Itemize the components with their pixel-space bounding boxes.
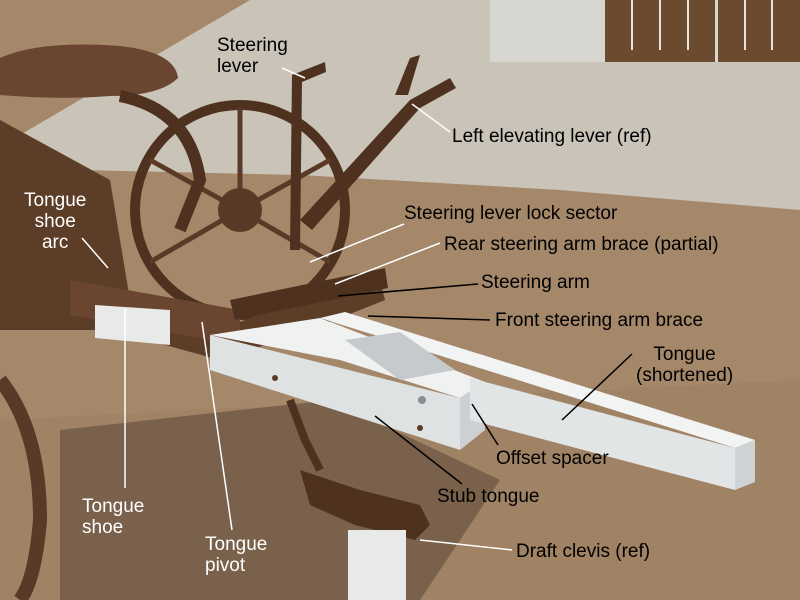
label-tongue-shoe-arc: Tongue shoe arc (24, 190, 87, 253)
leader-tongue-pivot (201, 321, 233, 531)
leader-lock-sector (309, 223, 405, 263)
draft-clevis-shape (300, 470, 430, 540)
label-tongue-shortened: Tongue (shortened) (636, 344, 734, 386)
building-door-right (718, 0, 800, 62)
white-post (348, 530, 406, 600)
stub-tongue-top (210, 318, 485, 398)
spacer-block (95, 305, 170, 345)
label-rear-steering-arm-brace: Rear steering arm brace (partial) (444, 234, 719, 255)
label-stub-tongue: Stub tongue (437, 486, 540, 507)
steering-lever-shape (290, 62, 326, 250)
tongue-hollow (345, 332, 455, 380)
stub-bolt (417, 425, 423, 431)
front-left-wheel (0, 375, 48, 600)
leader-tongue-shortened (561, 353, 633, 421)
tongue-side (470, 378, 735, 490)
label-offset-spacer: Offset spacer (496, 448, 609, 469)
leader-draft-clevis (419, 539, 513, 551)
seat-spring (118, 90, 207, 233)
leader-offset-spacer (471, 403, 499, 446)
label-front-steering-arm-brace: Front steering arm brace (495, 310, 704, 331)
label-steering-lever: Steering lever (217, 35, 288, 77)
leader-lines (81, 67, 513, 551)
leader-tongue-shoe-arc (81, 237, 109, 269)
leader-stub-tongue (374, 415, 463, 485)
label-tongue-shoe: Tongue shoe (82, 496, 145, 538)
stub-bolt (272, 375, 278, 381)
leader-steering-arm (337, 283, 479, 297)
leader-front-brace (367, 315, 491, 321)
label-left-elevating-lever: Left elevating lever (ref) (452, 126, 652, 147)
spacer-bolt (418, 396, 426, 404)
label-steering-lever-lock-sector: Steering lever lock sector (404, 203, 618, 224)
tongue-end (735, 440, 755, 490)
steering-arm-bar (230, 268, 388, 320)
leader-left-elevating-lever (411, 103, 451, 133)
stub-tongue-side (210, 335, 460, 450)
leader-steering-lever (281, 67, 306, 79)
left-elevating-lever-shape (300, 78, 456, 230)
label-draft-clevis: Draft clevis (ref) (516, 541, 651, 562)
hanging-chain (286, 398, 324, 472)
lever-latch (395, 55, 420, 95)
tongue-top (320, 312, 755, 448)
leader-rear-brace (334, 242, 441, 285)
leader-lines-dark (337, 283, 633, 485)
label-tongue-pivot: Tongue pivot (205, 534, 268, 576)
tractor-seat (0, 44, 178, 98)
label-steering-arm: Steering arm (481, 272, 590, 293)
